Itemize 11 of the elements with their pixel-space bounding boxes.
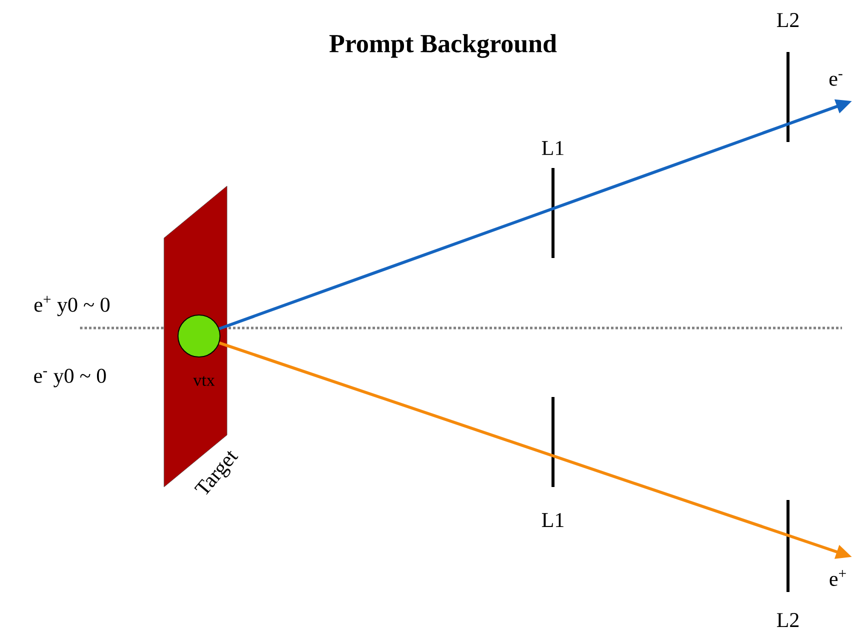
edge-label: e$^{+}$ bbox=[830, 570, 846, 586]
text-label: L1 bbox=[542, 141, 564, 155]
text-label: L1 bbox=[542, 513, 564, 527]
title: Prompt Background bbox=[329, 34, 557, 58]
text-label: L2 bbox=[776, 613, 799, 627]
text-label: e$^{-}$ y0 ~ 0 bbox=[34, 368, 106, 388]
text-label: vtx bbox=[193, 376, 215, 386]
text-label: L2 bbox=[776, 13, 799, 27]
edge-label: e$^{-}$ bbox=[829, 74, 842, 86]
text-label: e$^{+}$ y0 ~ 0 bbox=[34, 296, 110, 316]
vertex-circle bbox=[178, 314, 220, 358]
